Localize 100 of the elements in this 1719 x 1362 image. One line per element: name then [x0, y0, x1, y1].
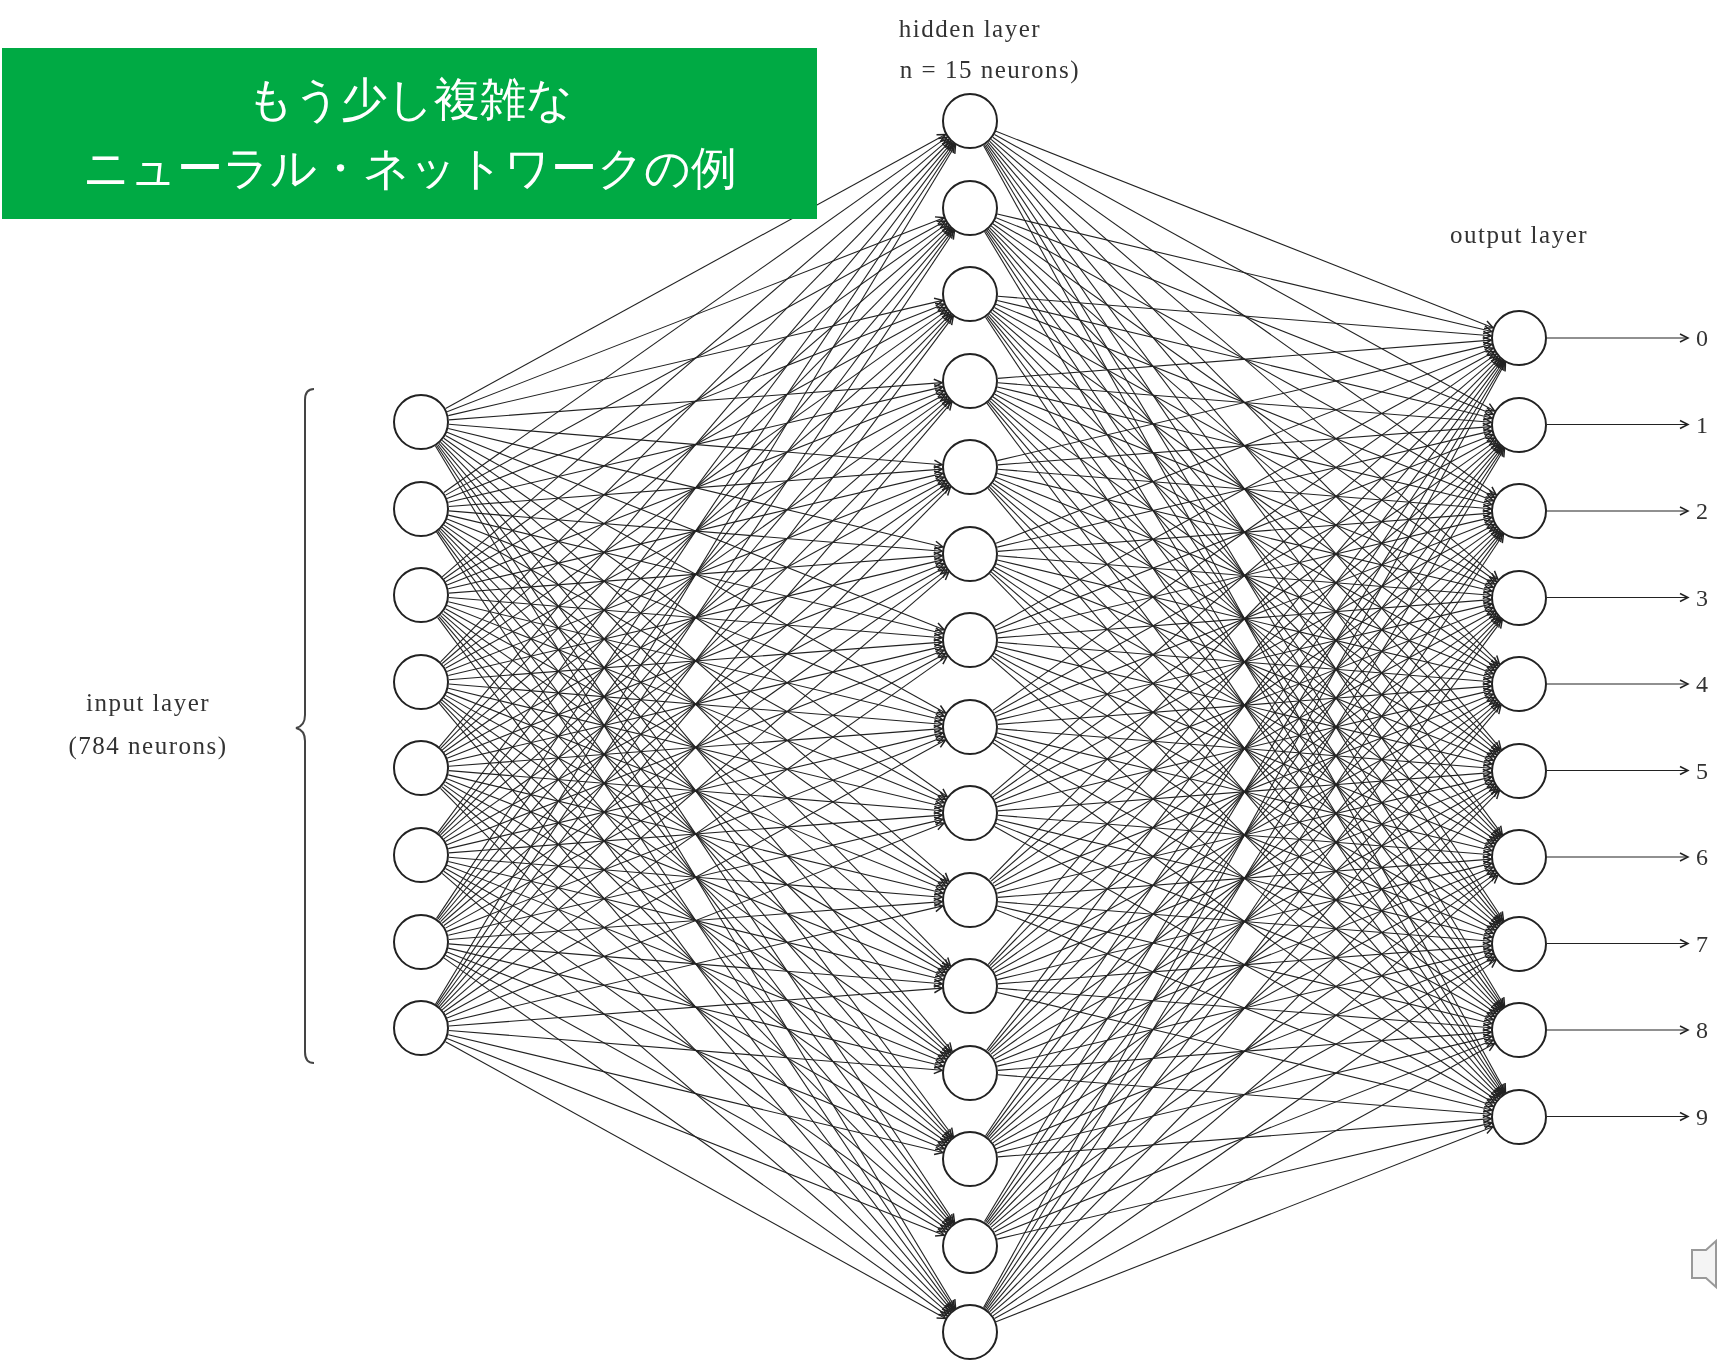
neuron-circle: [942, 785, 998, 841]
neuron-circle: [393, 567, 449, 624]
arrow: [990, 874, 1499, 1315]
arrow: [441, 225, 950, 665]
arrow: [997, 295, 1492, 340]
arrow: [447, 947, 944, 1069]
arrow: [441, 138, 950, 578]
arrow: [443, 395, 948, 753]
output-digit: 0: [1688, 323, 1716, 353]
arrow: [448, 943, 943, 988]
arrow: [448, 984, 943, 1027]
neuron-circle: [942, 958, 998, 1014]
arrow: [992, 223, 1497, 583]
output-digit: 5: [1688, 755, 1716, 786]
arrow: [445, 652, 947, 929]
arrow: [447, 557, 944, 676]
title-text: もう少し複雑な: [246, 70, 573, 128]
arrow: [447, 730, 944, 850]
arrow: [441, 439, 950, 882]
arrow: [997, 1074, 1492, 1119]
arrow: [447, 297, 944, 417]
arrow: [1546, 765, 1689, 776]
arrow: [997, 509, 1492, 552]
arrow: [992, 396, 1497, 756]
arrow: [447, 514, 944, 637]
output-digit: 8: [1688, 1015, 1716, 1045]
neuron-circle: [942, 871, 998, 928]
output-digit: 4: [1688, 669, 1716, 699]
arrow: [448, 510, 943, 556]
arrow: [996, 947, 1493, 1067]
arrow: [446, 951, 945, 1151]
arrow: [445, 133, 947, 410]
arrow: [448, 638, 943, 681]
arrow: [997, 1028, 1492, 1071]
arrow: [996, 386, 1493, 508]
arrow: [447, 687, 944, 810]
arrow: [997, 855, 1492, 898]
arrow: [441, 786, 950, 1228]
neuron-circle: [393, 740, 449, 797]
arrow: [997, 382, 1492, 427]
arrow: [992, 136, 1497, 496]
arrow: [990, 311, 1499, 753]
arrow: [996, 860, 1493, 981]
arrow: [445, 566, 947, 843]
title-banner: [2, 48, 817, 219]
arrow: [992, 958, 1497, 1317]
arrow: [448, 423, 943, 469]
arrow: [443, 222, 948, 580]
neuron-circle: [1491, 1002, 1547, 1058]
neuron-circle: [393, 394, 449, 450]
arrow: [992, 439, 1497, 798]
arrow: [993, 480, 1496, 758]
arrow: [448, 770, 943, 815]
arrow: [992, 699, 1497, 1057]
arrow: [446, 216, 945, 413]
arrow: [447, 470, 944, 590]
arrow: [992, 309, 1497, 669]
arrow: [990, 571, 1499, 1013]
arrow: [996, 991, 1493, 1113]
arrow: [993, 220, 1496, 499]
layer-label: n = 15 neurons): [899, 57, 1081, 82]
output-digit: 1: [1688, 409, 1716, 440]
arrow: [444, 521, 947, 801]
arrow: [1546, 419, 1689, 430]
neuron-circle: [1491, 742, 1547, 799]
arrow: [446, 605, 945, 805]
arrow: [448, 683, 943, 729]
arrow: [994, 610, 1496, 887]
arrow: [443, 568, 948, 926]
arrow: [995, 130, 1494, 330]
arrow: [990, 138, 1499, 580]
arrow: [996, 341, 1493, 462]
neuron-circle: [393, 827, 449, 883]
neuron-circle: [393, 1000, 449, 1057]
arrow: [446, 864, 945, 1064]
arrow: [441, 484, 950, 924]
arrow: [1546, 1111, 1689, 1122]
arrow: [996, 1033, 1493, 1154]
neuron-circle: [1491, 569, 1547, 626]
arrow: [448, 856, 943, 902]
neuron-circle: [942, 439, 998, 495]
neuron-circle: [1491, 656, 1547, 712]
layer-label: hidden layer: [898, 16, 1042, 41]
arrow: [997, 987, 1492, 1032]
arrow: [448, 811, 943, 854]
arrow: [444, 781, 947, 1060]
arrow: [996, 472, 1493, 594]
layer-label: input layer: [85, 690, 211, 715]
arrow: [443, 482, 948, 840]
arrow: [448, 551, 943, 594]
arrow: [993, 826, 1496, 1104]
arrow: [444, 694, 947, 974]
arrow: [995, 519, 1494, 717]
neuron-circle: [393, 480, 449, 537]
arrow: [992, 872, 1497, 1230]
arrow: [441, 571, 950, 1011]
arrow: [446, 648, 945, 846]
arrow: [446, 518, 945, 718]
arrow: [996, 514, 1493, 635]
arrow: [441, 872, 950, 1315]
